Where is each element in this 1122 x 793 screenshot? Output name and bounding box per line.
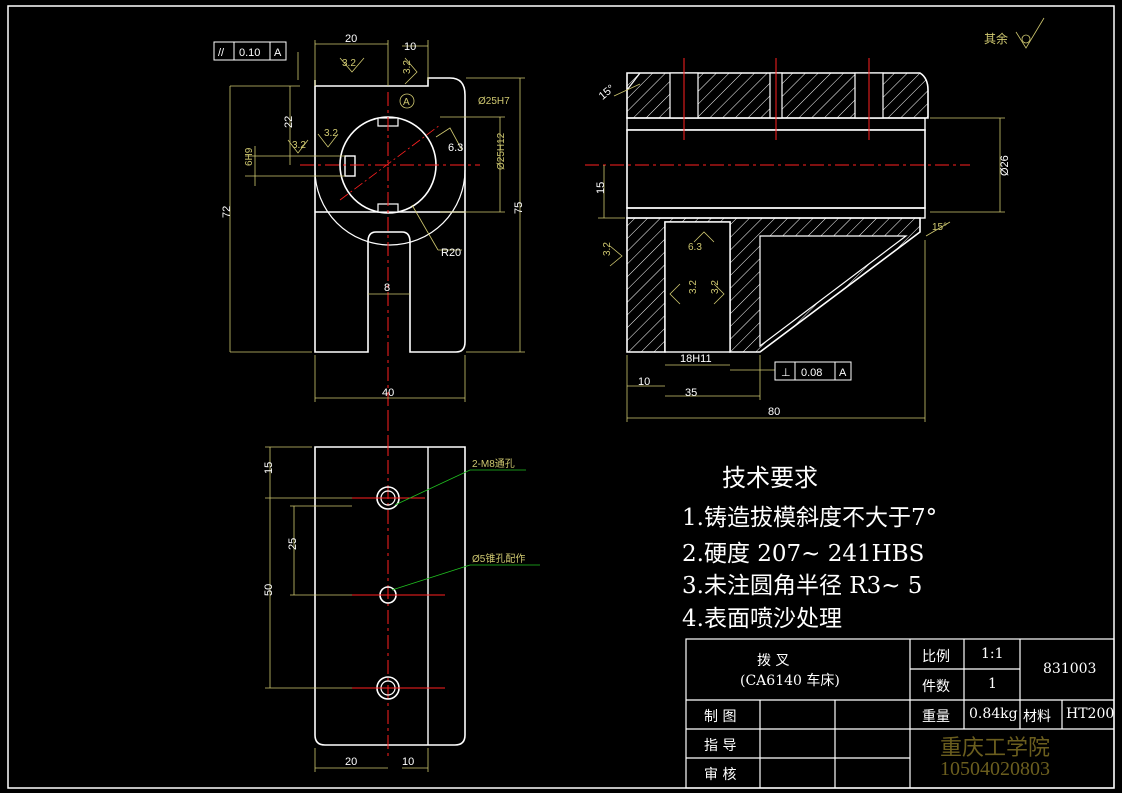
material-value: HT200 bbox=[1066, 706, 1115, 722]
dim-bore-fit: Ø25H12 bbox=[496, 132, 507, 170]
qty-label: 件数 bbox=[922, 679, 950, 695]
part-name: 拨 叉 bbox=[757, 653, 790, 669]
svg-text:3.2: 3.2 bbox=[292, 140, 306, 151]
weight-label: 重量 bbox=[922, 709, 950, 725]
dim-35: 35 bbox=[685, 387, 697, 399]
tech-requirements-title: 技术要求 bbox=[722, 464, 818, 492]
front-boss-arc bbox=[314, 169, 466, 246]
dim-keyway: 6.3 bbox=[448, 142, 463, 154]
drawing-number: 831003 bbox=[1043, 661, 1097, 677]
note-m8: 2-M8通孔 bbox=[472, 458, 515, 470]
dim-72: 72 bbox=[221, 206, 233, 218]
svg-text:3.2: 3.2 bbox=[710, 280, 721, 294]
front-view: // 0.10 A A 3.2 3.2 3.2 3.2 20 10 Ø25H7 … bbox=[213, 33, 525, 460]
side-view: ⊥ 0.08 A 6.3 3.2 3.2 3.2 15° 15° Ø26 15 … bbox=[585, 58, 1011, 422]
dim-bottom-10: 10 bbox=[402, 756, 414, 768]
machine-name: (CA6140 车床) bbox=[740, 673, 840, 689]
front-keyway bbox=[344, 155, 356, 177]
dim-50: 50 bbox=[263, 584, 275, 596]
dim-bore: Ø25H7 bbox=[478, 96, 510, 107]
dim-15-side: 15 bbox=[595, 182, 607, 194]
side-rough-63: 6.3 bbox=[688, 242, 702, 253]
side-bore bbox=[626, 129, 926, 209]
svg-text:⊥: ⊥ bbox=[781, 367, 791, 379]
angle-15-bottom: 15° bbox=[932, 222, 947, 233]
dim-dia-26: Ø26 bbox=[999, 155, 1011, 176]
dim-15-top: 15 bbox=[263, 462, 275, 474]
tech-item-2: 2.硬度 207~ 241HBS bbox=[682, 541, 925, 567]
tech-item-4: 4.表面喷沙处理 bbox=[682, 606, 842, 632]
dim-40: 40 bbox=[382, 387, 394, 399]
parallelism-symbol: // bbox=[218, 47, 225, 59]
checked-label: 审 核 bbox=[704, 767, 737, 783]
dim-22: 22 bbox=[283, 116, 295, 128]
datum-marker: A bbox=[403, 97, 410, 108]
material-label: 材料 bbox=[1023, 709, 1051, 725]
svg-text:3.2: 3.2 bbox=[402, 60, 413, 74]
qty-value: 1 bbox=[988, 676, 997, 692]
school-name: 重庆工学院 bbox=[940, 736, 1051, 761]
svg-text:3.2: 3.2 bbox=[688, 280, 699, 294]
perp-value: 0.08 bbox=[801, 367, 822, 379]
dim-25: 25 bbox=[287, 538, 299, 550]
dim-18h11: 18H11 bbox=[680, 353, 712, 365]
dim-slot-top: 10 bbox=[404, 41, 416, 53]
dim-width-top: 20 bbox=[345, 33, 357, 45]
side-rib-cutout bbox=[759, 235, 908, 348]
dim-r20: R20 bbox=[441, 247, 461, 259]
svg-text:3.2: 3.2 bbox=[342, 58, 356, 69]
top-holes bbox=[352, 486, 445, 700]
student-number: 10504020803 bbox=[940, 758, 1050, 780]
dim-10-side: 10 bbox=[638, 376, 650, 388]
parallelism-datum: A bbox=[274, 47, 282, 59]
supervisor-label: 指 导 bbox=[704, 738, 737, 754]
tech-item-3: 3.未注圆角半径 R3~ 5 bbox=[682, 573, 923, 599]
svg-text:3.2: 3.2 bbox=[602, 242, 613, 256]
scale-value: 1:1 bbox=[981, 646, 1004, 662]
drawing-border bbox=[7, 5, 1115, 789]
scale-label: 比例 bbox=[922, 649, 950, 665]
note-taper-pin: Ø5锥孔配作 bbox=[472, 553, 525, 565]
weight-value: 0.84kg bbox=[969, 706, 1018, 722]
front-body-outline bbox=[314, 77, 466, 353]
drawn-label: 制 图 bbox=[704, 709, 737, 725]
dim-80: 80 bbox=[768, 406, 780, 418]
parallelism-value: 0.10 bbox=[239, 47, 260, 59]
dim-bottom-20: 20 bbox=[345, 756, 357, 768]
perp-datum: A bbox=[839, 367, 847, 379]
svg-text:3.2: 3.2 bbox=[324, 128, 338, 139]
perpendicularity-frame bbox=[774, 361, 852, 381]
top-body-outline bbox=[314, 446, 466, 746]
rest-roughness-label: 其余 bbox=[984, 32, 1009, 46]
tech-item-1: 1.铸造拔模斜度不大于7° bbox=[682, 505, 938, 531]
dim-6h9: 6H9 bbox=[244, 147, 255, 166]
parallelism-frame bbox=[213, 41, 287, 61]
dim-75: 75 bbox=[513, 202, 525, 214]
title-block-frame bbox=[685, 638, 1115, 789]
angle-15-top: 15° bbox=[597, 83, 617, 103]
top-view: 15 25 50 20 10 2-M8通孔 Ø5锥孔配作 bbox=[263, 410, 540, 772]
rest-roughness-icon bbox=[1015, 17, 1045, 49]
side-slot bbox=[664, 221, 731, 353]
dim-8: 8 bbox=[384, 282, 390, 294]
